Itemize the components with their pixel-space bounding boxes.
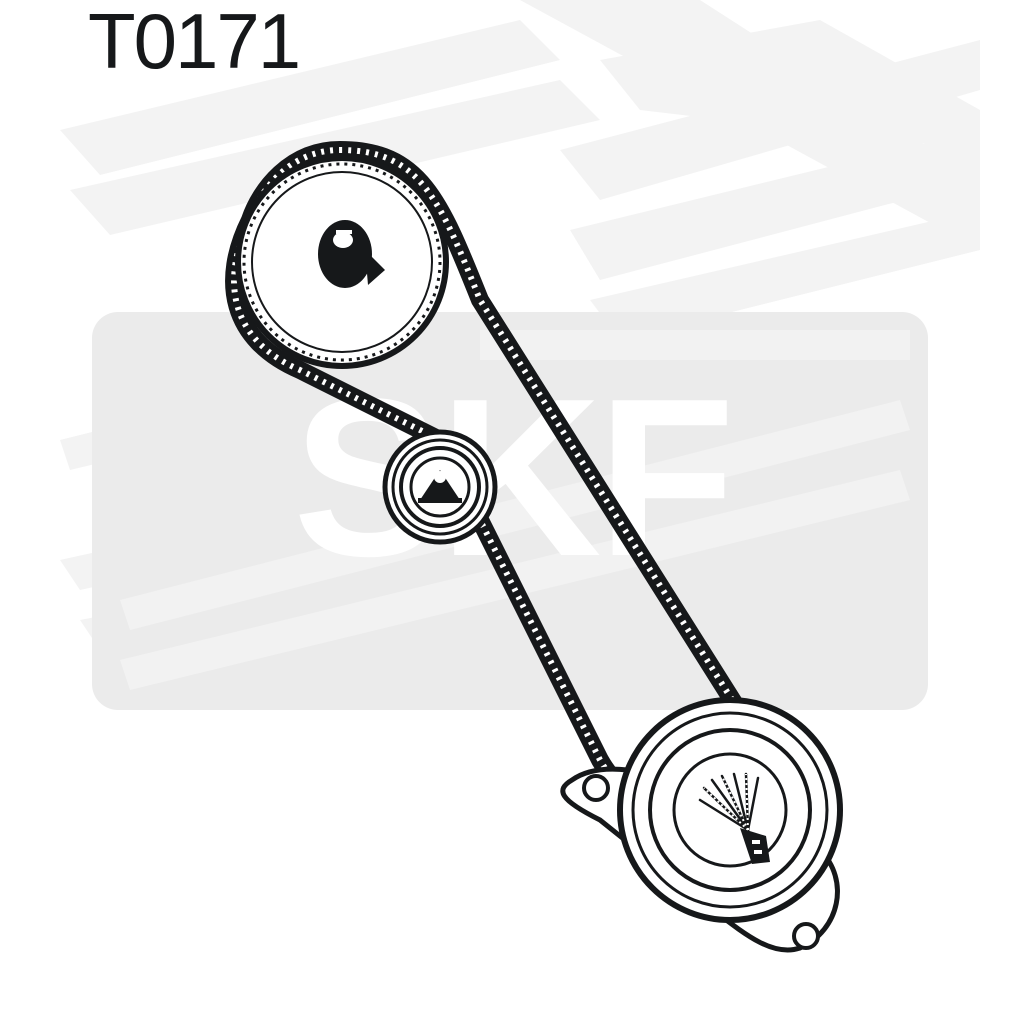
- idler-pulley-icon: [382, 429, 498, 545]
- sprocket-icon: [235, 155, 449, 369]
- skf-watermark-text: SKF: [293, 351, 731, 603]
- skf-watermark: SKF: [92, 312, 928, 710]
- tensioner-icon: [560, 697, 843, 953]
- part-number-title: T0171: [88, 0, 301, 85]
